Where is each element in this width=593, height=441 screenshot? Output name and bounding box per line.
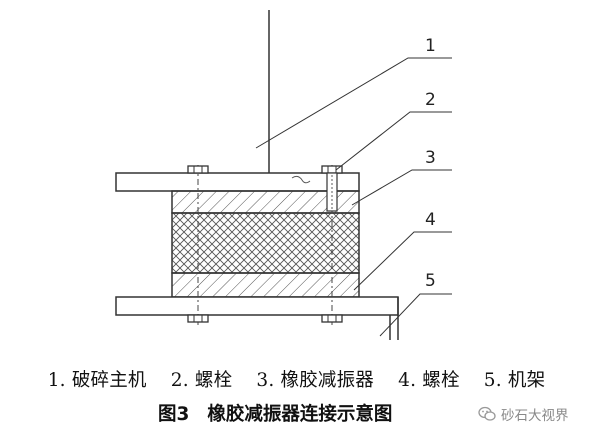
callout-2: 2 bbox=[425, 90, 436, 110]
callout-3: 3 bbox=[425, 148, 436, 168]
leader-lines bbox=[255, 57, 452, 337]
legend-item-bolt-2: 4. 螺栓 bbox=[398, 370, 460, 391]
top-left-bolt bbox=[187, 165, 209, 174]
callout-5: 5 bbox=[425, 271, 436, 291]
leader-3 bbox=[351, 169, 452, 206]
top-right-bolt bbox=[321, 165, 343, 212]
damper-rubber-core bbox=[171, 212, 360, 274]
rack-top-plate bbox=[115, 296, 399, 316]
leader-5 bbox=[379, 293, 452, 337]
legend-item-main-machine: 1. 破碎主机 bbox=[47, 370, 147, 391]
bottom-right-bolt bbox=[321, 314, 343, 323]
figure-caption: 图3 橡胶减振器连接示意图 bbox=[158, 400, 392, 426]
damper-bottom-plate bbox=[171, 272, 360, 298]
leader-1 bbox=[255, 57, 452, 149]
legend: 1. 破碎主机 2. 螺栓 3. 橡胶减振器 4. 螺栓 5. 机架 bbox=[0, 366, 593, 392]
legend-item-rack: 5. 机架 bbox=[483, 370, 546, 391]
main-machine-base-plate bbox=[115, 172, 360, 192]
wechat-icon bbox=[478, 406, 496, 421]
bottom-left-bolt bbox=[187, 314, 209, 323]
break-mark bbox=[291, 175, 311, 184]
legend-item-rubber-damper: 3. 橡胶减振器 bbox=[256, 370, 375, 391]
watermark-text: 砂石大视界 bbox=[501, 408, 569, 424]
vibration-damper-diagram bbox=[115, 10, 452, 340]
figure-number: 图3 bbox=[158, 404, 190, 425]
callout-4: 4 bbox=[425, 210, 436, 230]
watermark: 砂石大视界 bbox=[478, 404, 569, 424]
leader-2 bbox=[335, 111, 452, 171]
legend-item-bolt: 2. 螺栓 bbox=[170, 370, 233, 391]
leader-4 bbox=[353, 231, 452, 291]
figure-title: 橡胶减振器连接示意图 bbox=[207, 404, 393, 425]
callout-1: 1 bbox=[425, 36, 436, 56]
